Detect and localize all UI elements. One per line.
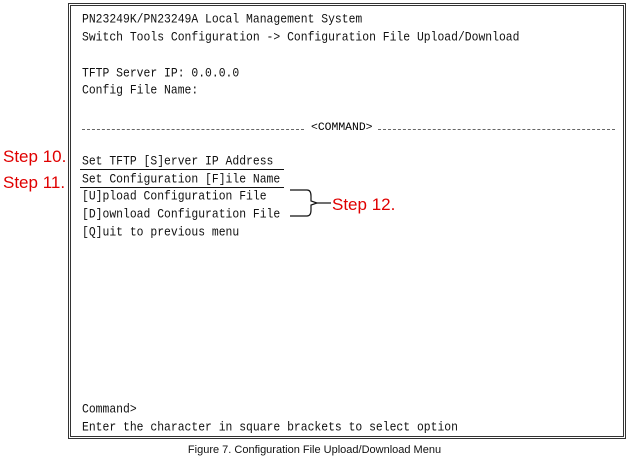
tftp-server-ip: TFTP Server IP: 0.0.0.0 — [82, 67, 240, 81]
step11-label: Step 11. — [3, 173, 66, 192]
command-divider: <COMMAND> — [82, 122, 615, 136]
menu-item-upload[interactable]: [U]pload Configuration File — [82, 190, 267, 204]
command-prompt[interactable]: Command> — [82, 403, 137, 417]
bracket-icon — [290, 189, 331, 217]
figure-caption: Figure 7. Configuration File Upload/Down… — [187, 444, 442, 456]
step12-label: Step 12. — [332, 195, 396, 214]
divider-right — [378, 129, 615, 130]
breadcrumb: Switch Tools Configuration -> Configurat… — [82, 31, 520, 45]
hint-text: Enter the character in square brackets t… — [82, 421, 458, 435]
system-title: PN23249K/PN23249A Local Management Syste… — [82, 13, 363, 27]
divider-left — [82, 129, 304, 130]
terminal-window: PN23249K/PN23249A Local Management Syste… — [68, 3, 626, 439]
underline — [80, 169, 284, 170]
menu-item-quit[interactable]: [Q]uit to previous menu — [82, 226, 240, 240]
step10-label: Step 10. — [3, 147, 67, 166]
underline — [80, 187, 284, 188]
command-header: <COMMAND> — [311, 122, 373, 134]
config-file-name: Config File Name: — [82, 84, 199, 98]
menu-item-set-server-ip[interactable]: Set TFTP [S]erver IP Address — [82, 155, 274, 169]
menu-item-set-file-name[interactable]: Set Configuration [F]ile Name — [82, 173, 281, 187]
menu-item-download[interactable]: [D]ownload Configuration File — [82, 208, 281, 222]
